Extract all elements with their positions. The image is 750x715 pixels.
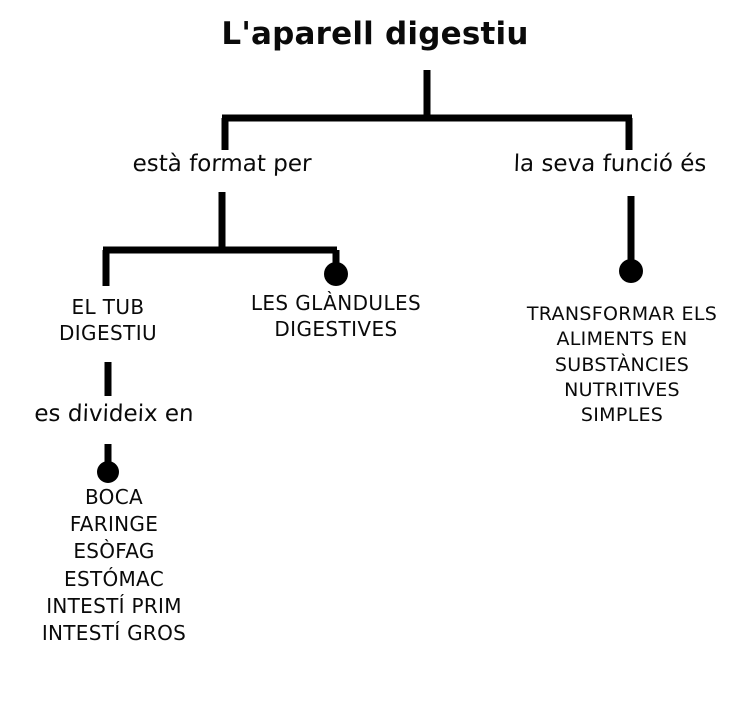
link-phrase-function-is: la seva funció és [513,151,707,177]
node-tub-digestiu: EL TUB DIGESTIU [58,295,158,345]
link-phrase-divides-into: es divideix en [33,401,195,427]
link-phrase-formed-by: està format per [132,151,312,177]
node-organs-list: BOCA FARINGE ESÒFAG ESTÓMAC INTESTÍ PRIM… [41,485,187,645]
node-funcio-transformar: TRANSFORMAR ELS ALIMENTS EN SUBSTÀNCIES … [526,303,718,427]
root-title: L'aparell digestiu [221,16,529,52]
dot-function [619,259,643,283]
dot-glands [324,262,348,286]
dot-organs [97,461,119,483]
node-glandules-digestives: LES GLÀNDULES DIGESTIVES [250,291,422,341]
